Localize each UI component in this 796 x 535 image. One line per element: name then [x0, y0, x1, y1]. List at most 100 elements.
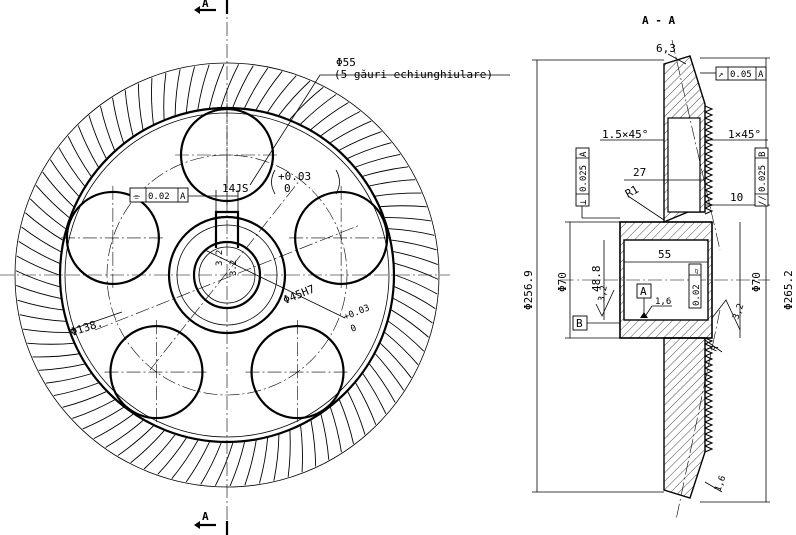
svg-text:A: A	[758, 70, 764, 80]
roughness-label-3: 3,2	[731, 302, 746, 321]
roughness-label-a: 3.2	[215, 250, 225, 266]
keyway-tol-lower: 0	[284, 182, 291, 195]
gear-tooth	[58, 147, 85, 187]
gear-tooth	[380, 343, 412, 379]
gear-tooth	[67, 135, 92, 177]
keyway-width-label: 14JS	[222, 182, 249, 195]
bore-tol-lower: 0	[349, 323, 358, 334]
parallelism-tolerance-frame: B 0.025 //	[754, 147, 769, 207]
hub-dia-right-label: Φ70	[750, 272, 763, 292]
gear-tooth	[38, 363, 85, 371]
section-mark-top: A	[194, 0, 229, 14]
gear-tooth	[42, 171, 74, 207]
gear-tooth	[17, 299, 63, 311]
gear-tooth	[214, 442, 234, 486]
gear-teeth	[15, 63, 439, 487]
gear-tooth	[29, 198, 66, 230]
svg-text:A: A	[579, 151, 589, 157]
gear-tooth	[300, 94, 337, 125]
tooth-serration	[704, 421, 714, 429]
gear-tooth	[273, 434, 280, 481]
perpendicularity-tolerance-frame: A 0.025 ⊥	[575, 147, 620, 219]
hub-dia-left-label: Φ70	[556, 272, 569, 292]
gear-tooth	[77, 125, 99, 168]
gear-tooth	[391, 239, 437, 251]
tooth-serration	[704, 189, 714, 197]
gear-tooth	[375, 192, 422, 197]
tooth-serration	[704, 159, 714, 167]
gear-tooth	[369, 179, 416, 187]
gear-tooth	[388, 320, 425, 352]
section-view: A - A Φ256.9 Φ265.2	[522, 14, 795, 521]
gear-tooth	[384, 217, 432, 222]
gear-tooth	[22, 328, 70, 333]
chamfer-right-label: 1×45°	[728, 128, 761, 141]
gear-tooth	[112, 97, 124, 143]
teeth-serrations	[704, 105, 714, 453]
gear-tooth	[232, 65, 254, 108]
tooth-serration	[704, 337, 714, 345]
gear-tooth	[45, 373, 92, 384]
gear-tooth	[35, 185, 70, 218]
gear-tooth	[174, 69, 181, 116]
roughness-symbol-3	[711, 299, 741, 331]
datum-a: A	[636, 283, 652, 318]
tooth-serration	[704, 105, 714, 113]
tooth-serration	[704, 433, 714, 441]
gear-tooth	[287, 430, 291, 478]
chamfer-left-label: 1.5×45°	[602, 128, 648, 141]
gear-tooth	[16, 255, 60, 276]
keyway-tol-bracket-right	[335, 169, 340, 195]
gear-tooth	[53, 382, 99, 396]
datum-b: B	[572, 315, 620, 331]
outer-dia-left-label: Φ256.9	[522, 270, 535, 310]
gear-tooth	[229, 441, 245, 487]
outer-dia-right-label: Φ265.2	[782, 270, 795, 310]
roughness-label-2: 1,6	[655, 297, 671, 307]
gear-tooth	[16, 285, 61, 299]
front-view: Φ55 (5 găuri echiunghiulare) 14JS +0.03 …	[0, 0, 510, 535]
gear-tooth	[32, 353, 79, 358]
gear-tooth	[137, 83, 144, 130]
gear-tooth	[25, 212, 63, 241]
gear-tooth	[143, 434, 176, 470]
gear-tooth	[27, 342, 74, 345]
section-title: A - A	[642, 14, 675, 27]
gear-tooth	[88, 115, 107, 159]
gear-tooth	[394, 286, 436, 309]
gear-tooth	[388, 228, 435, 236]
gear-tooth	[21, 226, 61, 253]
roughness-label-b: 3.2	[229, 260, 239, 276]
gear-tooth	[369, 363, 396, 403]
gear-tooth	[394, 262, 439, 280]
tooth-serration	[704, 195, 714, 203]
gear-tooth	[320, 414, 330, 460]
svg-text:↗: ↗	[718, 70, 723, 80]
gear-tooth	[355, 154, 401, 168]
gear-tooth	[338, 399, 354, 444]
tooth-serration	[704, 171, 714, 179]
svg-text:A: A	[640, 285, 647, 298]
svg-text:▱: ▱	[692, 268, 702, 274]
gear-tooth	[185, 441, 210, 483]
pitch-cone-line-top	[671, 39, 721, 251]
radius-bottom-label: R	[710, 344, 722, 354]
gear-tooth	[209, 63, 225, 109]
tooth-serration	[704, 427, 714, 435]
roughness-symbol-2	[643, 305, 672, 319]
gear-tooth	[220, 64, 240, 108]
gear-tooth	[124, 90, 134, 136]
pitch-dim-line	[69, 311, 123, 331]
gear-tooth	[82, 407, 124, 430]
roughness-symbol-1	[595, 289, 615, 317]
tooth-serration	[704, 123, 714, 131]
tooth-serration	[704, 391, 714, 399]
chamfer-top-leader	[667, 53, 687, 65]
center-line-diag-2	[149, 179, 301, 371]
runout-tolerance-frame: ↗ 0.05 A	[700, 66, 767, 81]
svg-text:0.025: 0.025	[579, 165, 589, 192]
svg-text:⌯: ⌯	[133, 192, 141, 202]
bore-dia-label: Φ45H7	[281, 282, 317, 306]
tooth-serration	[704, 153, 714, 161]
gear-tooth	[393, 251, 438, 265]
